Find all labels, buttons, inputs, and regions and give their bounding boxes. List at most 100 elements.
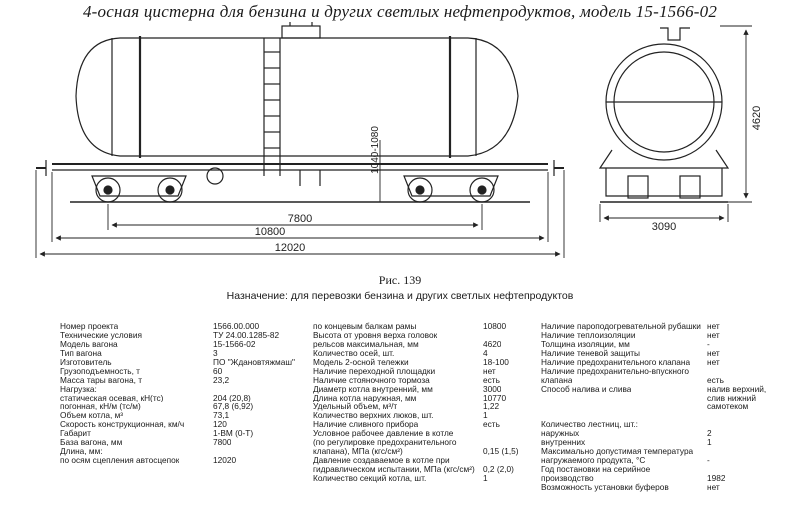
spec-label: производство [541,473,594,483]
spec-value: 4 [483,348,488,358]
spec-row: (по регулировке предохранительного [313,438,543,447]
spec-value: 1,22 [483,402,500,412]
spec-row: Нагрузка: [60,385,330,394]
spec-value: 10770 [483,393,507,403]
spec-label: погонная, кН/м (тс/м) [60,402,141,412]
spec-label: Наличие теневой защиты [541,348,640,358]
spec-label: Объем котла, м³ [60,411,124,421]
spec-label: Давление создаваемое в котле при [313,456,450,466]
spec-label: Наличие стояночного тормоза [313,375,430,385]
spec-row: Количество секций котла, шт.1 [313,474,543,483]
spec-row: Длина, мм: [60,447,330,456]
spec-row: слив нижний [541,394,756,403]
spec-label: Габарит [60,429,91,439]
spec-label: Наличие предохранительного клапана [541,357,691,367]
spec-label: статическая осевая, кН(тс) [60,393,164,403]
spec-value: 1982 [707,473,726,483]
spec-value: есть [707,375,724,385]
spec-label: Высота от уровня верха головок [313,330,438,340]
bogie-left [91,175,187,203]
spec-row: Количество осей, шт.4 [313,349,543,358]
spec-label: Диаметр котла внутренний, мм [313,384,433,394]
dim-7800: 7800 [288,213,312,225]
spec-label: Изготовитель [60,357,112,367]
spec-row: Наличие предохранительного клапана нет [541,358,751,367]
spec-row: Длина котла наружная, мм 10770 [313,394,543,403]
spec-label: внутренних [541,438,586,448]
spec-label: Условное рабочее давление в котле [313,429,454,439]
spec-value: - [707,456,710,466]
ladder [263,38,281,176]
spec-value: 23,2 [213,375,230,385]
tank-boiler [75,36,519,158]
spec-row: Наличие предохранительно-впускного [541,367,751,376]
spec-value: нет [483,366,496,376]
spec-value: 73,1 [213,411,230,421]
spec-value: нет [707,357,720,367]
spec-value: 4620 [483,339,502,349]
spec-value: 10800 [483,322,507,331]
spec-row: Наличие теневой защиты нет [541,349,751,358]
spec-label: Наличие сливного прибора [313,420,419,430]
spec-value: нет [707,322,720,331]
spec-value: 3 [213,348,218,358]
bogie-right [403,175,499,203]
spec-label: Модель 2-осной тележки [313,357,409,367]
side-view [36,22,564,203]
spec-row: Условное рабочее давление в котле [313,429,543,438]
spec-row: Количество верхних люков, шт.1 [313,411,543,420]
spec-row: клапана есть [541,376,751,385]
spec-row: самотеком [541,402,751,411]
spec-label: Количество верхних люков, шт. [313,411,434,421]
spec-label: нагружаемого продукта, °С [541,456,646,466]
spec-value: 1 [483,473,488,483]
spec-row: внутренних 1 [541,438,751,447]
spec-value: нет [707,330,720,340]
spec-label: Возможность установки буферов [541,482,669,492]
spec-value: слив нижний [707,393,756,403]
spec-label: клапана [541,375,573,385]
spec-row: погонная, кН/м (тс/м)67,8 (6,92) [60,402,330,411]
spec-row: Количество лестниц, шт.: [541,420,751,429]
spec-row: Толщина изоляции, мм- [541,340,751,349]
spec-row: гидравлическом испытании, МПа (кгс/см²)0… [313,465,543,474]
spec-value: 1 [707,438,712,448]
spec-row: Диаметр котла внутренний, мм 3000 [313,385,543,394]
end-dimensions [599,25,752,222]
dim-3090: 3090 [652,221,676,233]
spec-label: Модель вагона [60,339,118,349]
spec-value: нет [707,348,720,358]
spec-label: Наличие пароподогревательной рубашки [541,322,701,331]
underframe [36,160,564,186]
spec-row: Наличие пароподогревательной рубашки нет [541,322,751,331]
spec-value: ТУ 24.00.1285-82 [213,330,280,340]
spec-label: Грузоподъемность, т [60,366,140,376]
spec-label: Способ налива и слива [541,384,632,394]
spec-label: клапана), МПа (кгс/см²) [313,447,403,457]
spec-row: Объем котла, м³ 73,1 [60,411,330,420]
spec-value: 0,2 (2,0) [483,465,514,474]
document-title: 4-осная цистерна для бензина и других св… [82,2,718,21]
end-view [598,27,730,203]
spec-label: Длина котла наружная, мм [313,393,417,403]
tank-car-drawing: 7800 10800 12020 1040-1080 3090 4620 [35,22,763,258]
spec-value: 15-1566-02 [213,339,256,349]
spec-value: налив верхний, [707,384,767,394]
spec-value: 3000 [483,384,502,394]
spec-label: Максимально допустимая температура [541,447,694,457]
